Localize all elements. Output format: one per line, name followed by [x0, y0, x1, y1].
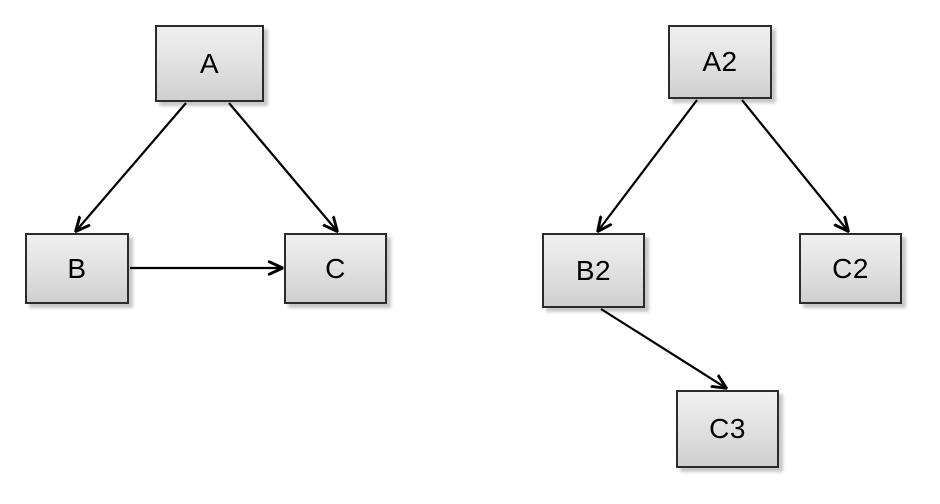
node-c2-label: C2	[832, 252, 869, 284]
edge-a-to-b	[76, 102, 187, 231]
node-b2-label: B2	[575, 254, 612, 286]
node-c3-label: C3	[709, 413, 746, 444]
edge-a2-to-b2	[598, 99, 698, 231]
edge-b2-to-c3	[600, 308, 726, 388]
node-c[interactable]: C	[284, 233, 387, 304]
node-b-label: B	[67, 252, 87, 284]
edge-a-to-c	[228, 102, 337, 231]
node-a-label: A	[199, 47, 220, 79]
node-c2[interactable]: C2	[799, 233, 902, 304]
node-a[interactable]: A	[155, 25, 264, 102]
node-b2[interactable]: B2	[542, 233, 645, 308]
edge-a2-to-c2	[741, 99, 848, 231]
node-a2[interactable]: A2	[668, 25, 772, 99]
node-c-label: C	[325, 252, 346, 284]
node-c3[interactable]: C3	[676, 390, 779, 468]
node-b[interactable]: B	[25, 233, 129, 304]
node-a2-label: A2	[702, 46, 738, 77]
